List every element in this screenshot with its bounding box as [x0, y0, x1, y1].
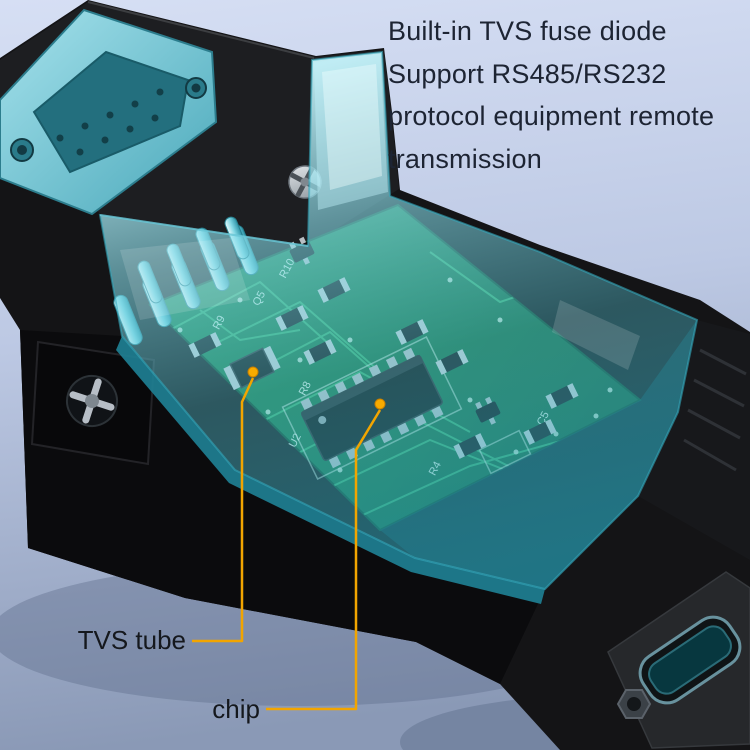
hex-standoff: [616, 689, 652, 719]
front-d-shell: [638, 615, 742, 705]
connector-pin-holes: [56, 88, 164, 156]
tvs-tube-label: TVS tube: [77, 625, 186, 655]
glass-highlight-2: [120, 238, 250, 320]
top-edge-highlight: [87, 1, 315, 59]
housing-ribs: [683, 348, 747, 472]
headline-line-3: protocol equipment remote: [388, 101, 715, 132]
tvs-callout-dot: [247, 366, 259, 378]
headline: Built-in TVS fuse diode Support RS485/RS…: [388, 10, 748, 181]
glass-outline: [98, 50, 699, 591]
front-db9-connector: [607, 571, 750, 749]
side-screw-icon: [66, 375, 118, 427]
housing-right-face: [638, 320, 750, 560]
glass-cover: [98, 50, 699, 604]
glass-highlight-3: [552, 300, 640, 370]
glass-block-bright: [314, 54, 388, 210]
tvs-leader-line: [192, 377, 255, 643]
chip-leader-line: [266, 409, 382, 711]
headline-line-2: Support RS485/RS232: [388, 58, 667, 89]
chip-callout-dot: [374, 398, 386, 410]
side-screw-assembly: [30, 340, 156, 466]
glass-seam: [99, 214, 309, 247]
chip-label: chip: [212, 694, 260, 724]
glass-highlight: [322, 64, 382, 190]
jack-screw-hole: [17, 145, 27, 155]
rear-db9-connector: [0, 8, 218, 216]
callout-lines: [192, 377, 382, 711]
glass-surface: [100, 52, 697, 589]
jack-screw-hole-2: [191, 83, 201, 93]
headline-line-1: Built-in TVS fuse diode: [388, 16, 667, 46]
headline-line-4: transmission: [388, 143, 542, 174]
